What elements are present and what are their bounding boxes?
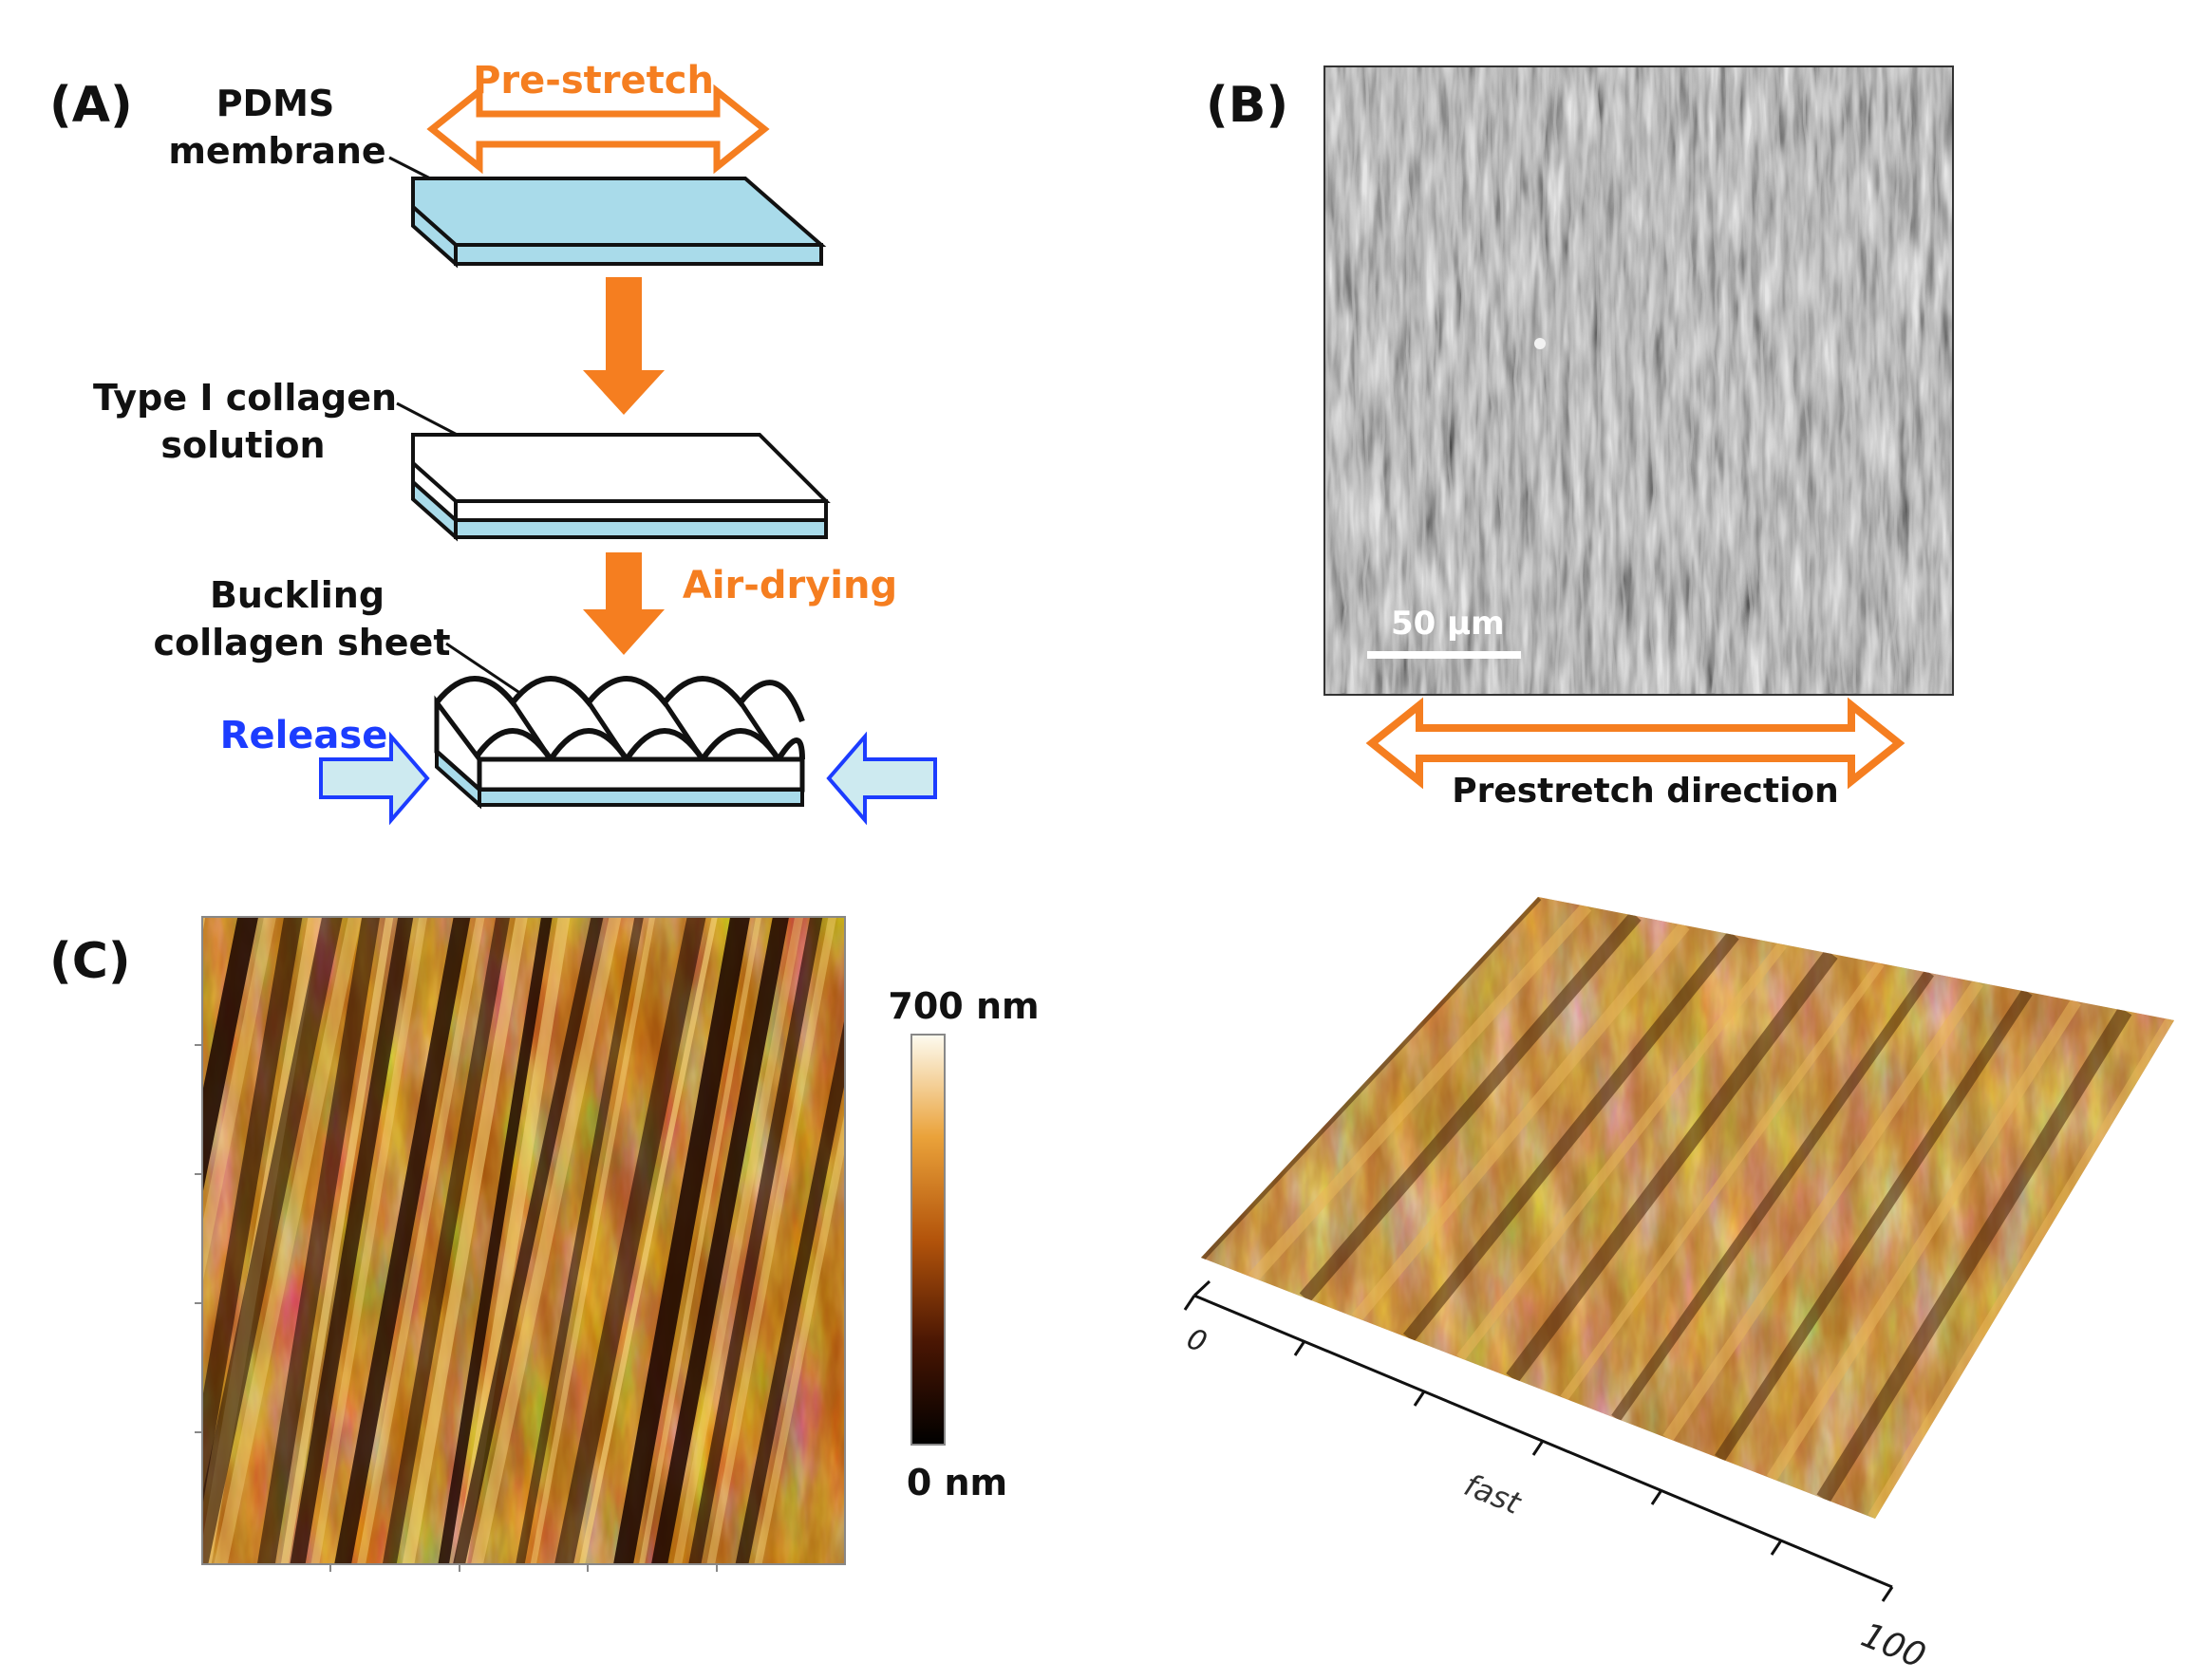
- colorbar: [910, 1034, 946, 1446]
- panel-b-label: (B): [1206, 77, 1288, 134]
- colorbar-min-label: 0 nm: [907, 1462, 1007, 1503]
- axis-tick-zero: 0: [1182, 1322, 1211, 1360]
- afm-3d-axis: [1183, 1279, 1894, 1602]
- prestretch-direction-label: Prestretch direction: [1452, 772, 1839, 811]
- release-arrow-left: [319, 731, 430, 826]
- afm-height-map: [202, 917, 845, 1564]
- afm-frame-ticks: [195, 916, 846, 1572]
- panel-a: (A) Pre-stretch PDMS membrane Type I col…: [49, 59, 937, 826]
- buckling-collagen-sheet: [434, 676, 805, 810]
- axis-tick-hundred: 100: [1856, 1615, 1931, 1676]
- panel-b: (B) 50 µm Prestretch direction: [1206, 65, 1954, 811]
- pre-stretch-arrow: [426, 84, 770, 175]
- panel-a-label: (A): [49, 77, 133, 134]
- scale-bar-label: 50 µm: [1391, 605, 1505, 643]
- buckling-label-line2: collagen sheet: [154, 622, 451, 663]
- pre-stretch-label: Pre-stretch: [473, 59, 714, 103]
- panel-c: (C) 700 nm 0 nm: [49, 897, 2174, 1676]
- collagen-label-line2: solution: [160, 424, 325, 466]
- axis-label-fast: fast: [1459, 1466, 1527, 1521]
- panel-c-label: (C): [49, 933, 131, 990]
- collagen-solution-layer: [411, 433, 831, 542]
- afm-3d-surface: [1201, 897, 2174, 1519]
- pdms-label-line2: membrane: [168, 130, 385, 172]
- pdms-label-line1: PDMS: [216, 83, 335, 124]
- scale-bar: [1367, 651, 1521, 659]
- sem-frame: [1323, 65, 1954, 696]
- air-drying-label: Air-drying: [683, 564, 897, 607]
- sem-micrograph: [1324, 66, 1953, 695]
- release-arrow-right: [826, 731, 937, 826]
- release-label: Release: [220, 714, 388, 757]
- down-arrow-2: [583, 552, 665, 655]
- collagen-label-line1: Type I collagen: [93, 377, 397, 419]
- buckling-leader-line: [445, 642, 528, 700]
- prestretch-direction-arrow: [1365, 697, 1905, 790]
- pdms-membrane: [411, 177, 827, 269]
- buckling-label-line1: Buckling: [210, 574, 385, 616]
- colorbar-max-label: 700 nm: [888, 985, 1039, 1027]
- down-arrow-1: [583, 277, 665, 415]
